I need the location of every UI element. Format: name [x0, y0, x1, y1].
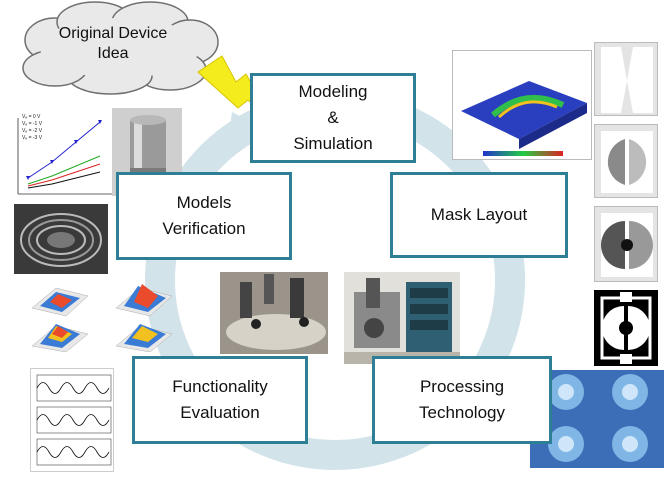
stage-label-line: &: [327, 108, 339, 127]
stage-label-line: Mask Layout: [430, 205, 528, 224]
stage-mask-layout: Mask Layout: [390, 172, 568, 258]
stage-label-line: Models: [176, 193, 232, 212]
legend-entry: Vₑ = -1 V: [22, 121, 43, 127]
stage-processing-technology: Processing Technology: [372, 356, 552, 444]
mask-layout-thumbnail-2: [594, 124, 658, 198]
legend-entry: Vₑ = -2 V: [22, 128, 43, 134]
surface-plots-thumbnail: [26, 276, 186, 352]
stage-modeling-simulation: Modeling & Simulation: [250, 73, 416, 163]
idea-line-1: Original Device: [58, 25, 168, 42]
stage-label-line: Verification: [162, 219, 246, 238]
probe-station-photo: [220, 272, 328, 354]
waveform-plots-thumbnail: [30, 368, 114, 472]
idea-cloud-label: Original Device Idea: [38, 24, 188, 64]
mask-layout-thumbnail-3: [594, 206, 658, 282]
stage-models-verification: Models Verification: [116, 172, 292, 260]
stage-label-line: Functionality: [172, 377, 268, 396]
stage-label-line: Technology: [418, 403, 505, 422]
sem-image-thumbnail: [14, 204, 108, 274]
legend-entry: Vₑ = -3 V: [22, 135, 43, 141]
stage-functionality-evaluation: Functionality Evaluation: [132, 356, 308, 444]
plot-legend: Vₑ = 0 V Vₑ = -1 V Vₑ = -2 V Vₑ = -3 V: [22, 114, 42, 142]
stage-label-line: Processing: [419, 377, 505, 396]
cycle-arrow-head: [228, 112, 262, 140]
processing-equipment-photo: [344, 272, 460, 364]
mask-layout-thumbnail-4: [594, 290, 658, 366]
stage-label-line: Simulation: [293, 134, 373, 153]
iv-curve-plot-thumbnail: Vₑ = 0 V Vₑ = -1 V Vₑ = -2 V Vₑ = -3 V: [4, 112, 116, 204]
fem-simulation-thumbnail: [452, 50, 592, 160]
stage-label-line: Modeling: [298, 82, 368, 101]
stage-label-line: Evaluation: [180, 403, 260, 422]
idea-line-2: Idea: [97, 45, 129, 62]
legend-entry: Vₑ = 0 V: [22, 114, 41, 120]
wafer-devices-photo: [530, 370, 664, 468]
mask-layout-thumbnail-1: [594, 42, 658, 116]
